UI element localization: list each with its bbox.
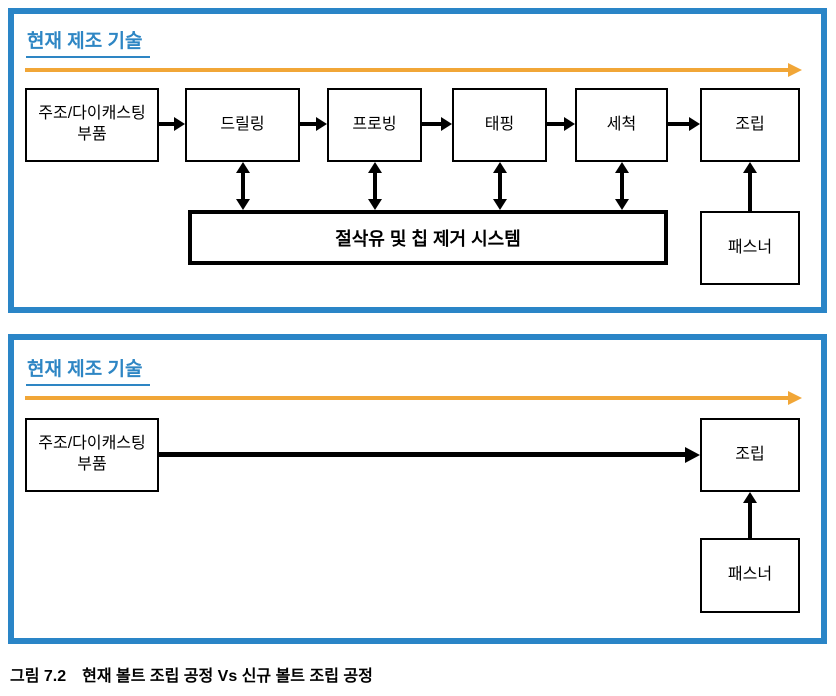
arrow-probing-to-tapping xyxy=(422,117,452,131)
process-box-casting: 주조/다이캐스팅 부품 xyxy=(25,88,159,162)
fastener-box: 패스너 xyxy=(700,538,800,613)
timeline-arrowhead-icon xyxy=(788,391,802,405)
arrow-line xyxy=(668,122,691,126)
timeline-arrow xyxy=(25,63,802,77)
panel-title: 현재 제조 기술 xyxy=(26,26,151,58)
timeline-arrow-line xyxy=(25,68,789,72)
arrowhead-icon xyxy=(564,117,575,131)
timeline-arrow-line xyxy=(25,396,789,400)
fastener-to-assembly-arrow xyxy=(743,162,757,211)
panel-current-process: 현재 제조 기술 주조/다이캐스팅 부품 드릴링 프로빙 태핑 세척 조립 xyxy=(8,8,827,313)
arrowhead-up-icon xyxy=(743,492,757,503)
arrowhead-down-icon xyxy=(235,199,250,210)
process-box-washing: 세척 xyxy=(575,88,668,162)
arrow-drilling-to-probing xyxy=(300,117,327,131)
arrow-tapping-to-washing xyxy=(547,117,575,131)
arrow-line xyxy=(748,171,752,211)
timeline-arrow xyxy=(25,391,802,405)
arrow-line xyxy=(547,122,566,126)
arrow-line xyxy=(300,122,318,126)
arrowhead-up-icon xyxy=(235,162,250,173)
fastener-to-assembly-arrow xyxy=(743,492,757,538)
figure-caption-text: 현재 볼트 조립 공정 Vs 신규 볼트 조립 공정 xyxy=(82,668,373,685)
arrow-line xyxy=(497,171,502,201)
arrowhead-up-icon xyxy=(367,162,382,173)
arrowhead-down-icon xyxy=(367,199,382,210)
process-box-casting: 주조/다이캐스팅 부품 xyxy=(25,418,159,492)
arrowhead-icon xyxy=(316,117,327,131)
arrowhead-icon xyxy=(441,117,452,131)
arrowhead-up-icon xyxy=(743,162,757,173)
arrowhead-up-icon xyxy=(492,162,507,173)
arrow-casting-to-assembly xyxy=(159,447,700,463)
arrowhead-down-icon xyxy=(614,199,629,210)
coolant-link-arrow-washing xyxy=(614,162,629,210)
arrow-line xyxy=(159,452,686,457)
arrow-line xyxy=(372,171,377,201)
timeline-arrowhead-icon xyxy=(788,63,802,77)
arrow-line xyxy=(240,171,245,201)
arrow-line xyxy=(159,122,176,126)
process-box-tapping: 태핑 xyxy=(452,88,547,162)
arrow-line xyxy=(422,122,443,126)
arrow-casting-to-drilling xyxy=(159,117,185,131)
fastener-box: 패스너 xyxy=(700,211,800,285)
arrowhead-icon xyxy=(174,117,185,131)
coolant-chip-removal-system-box: 절삭유 및 칩 제거 시스템 xyxy=(188,210,668,265)
arrowhead-icon xyxy=(689,117,700,131)
process-box-probing: 프로빙 xyxy=(327,88,422,162)
figure-number: 그림 7.2 xyxy=(10,668,67,685)
arrow-washing-to-assembly xyxy=(668,117,700,131)
arrowhead-icon xyxy=(685,447,700,463)
arrow-line xyxy=(619,171,624,201)
arrow-line xyxy=(748,501,752,538)
panel-new-process: 현재 제조 기술 주조/다이캐스팅 부품 조립 패스너 xyxy=(8,334,827,644)
coolant-link-arrow-tapping xyxy=(492,162,507,210)
arrowhead-down-icon xyxy=(492,199,507,210)
process-box-assembly: 조립 xyxy=(700,418,800,492)
coolant-link-arrow-drilling xyxy=(235,162,250,210)
panel-title: 현재 제조 기술 xyxy=(26,354,151,386)
arrowhead-up-icon xyxy=(614,162,629,173)
figure-caption: 그림 7.2 현재 볼트 조립 공정 Vs 신규 볼트 조립 공정 xyxy=(10,662,373,686)
process-box-drilling: 드릴링 xyxy=(185,88,300,162)
coolant-link-arrow-probing xyxy=(367,162,382,210)
process-box-assembly: 조립 xyxy=(700,88,800,162)
